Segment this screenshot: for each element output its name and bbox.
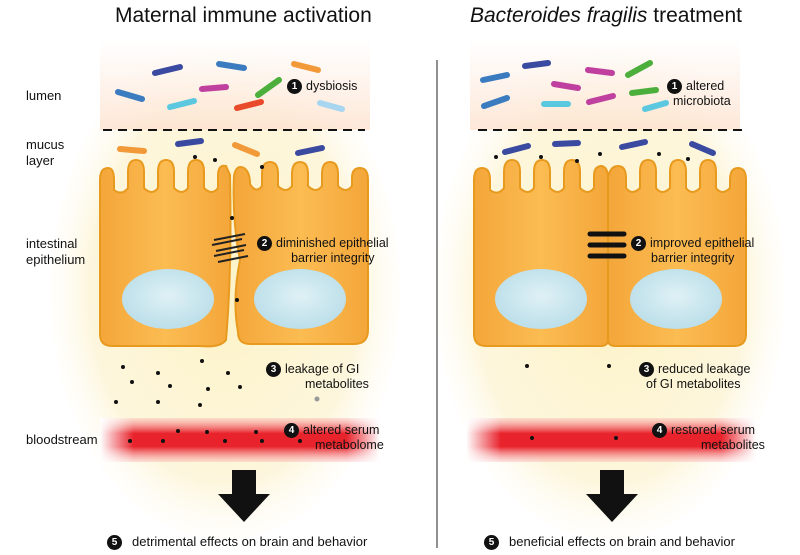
lumen-label: lumen xyxy=(26,88,62,103)
left-nucleus-2 xyxy=(254,269,346,329)
step-number-badge: 1 xyxy=(667,79,682,95)
left-broken-junction xyxy=(211,233,249,263)
right-outcome-text: beneficial effects on brain and behavior xyxy=(509,534,735,549)
left-annotation-3-line1: leakage of GI xyxy=(285,362,360,376)
right-outcome: 5 beneficial effects on brain and behavio… xyxy=(484,534,735,551)
left-nucleus-1 xyxy=(122,269,214,329)
left-annotation-1: 1 dysbiosis xyxy=(287,79,358,95)
right-bloodstream xyxy=(466,418,756,462)
step-number-badge: 2 xyxy=(257,236,272,252)
left-annotation-1-text: dysbiosis xyxy=(306,79,358,93)
step-number-badge: 4 xyxy=(652,423,667,439)
step-number-badge: 2 xyxy=(631,236,646,252)
left-mucus-bacteria xyxy=(117,138,325,157)
step-number-badge: 4 xyxy=(284,423,299,439)
right-annotation-2-line2: barrier integrity xyxy=(651,251,735,266)
right-annotation-3-line1: reduced leakage xyxy=(658,362,751,376)
right-metabolites xyxy=(494,152,690,440)
left-outcome-text: detrimental effects on brain and behavio… xyxy=(132,534,368,549)
left-outcome: 5 detrimental effects on brain and behavi… xyxy=(107,534,368,551)
left-annotation-2-line2: barrier integrity xyxy=(291,251,375,266)
right-annotation-3-line2: of GI metabolites xyxy=(646,377,741,392)
step-number-badge: 3 xyxy=(639,362,654,378)
right-nucleus-2 xyxy=(630,269,722,329)
left-down-arrow xyxy=(218,470,270,522)
left-bacteria xyxy=(115,61,345,112)
left-annotation-2-line1: diminished epithelial xyxy=(276,236,389,250)
step-number-badge: 5 xyxy=(107,535,122,551)
right-title-species: Bacteroides fragilis xyxy=(470,4,648,27)
left-annotation-4-line1: altered serum xyxy=(303,423,380,437)
right-annotation-1-line2: microbiota xyxy=(673,94,731,109)
right-mucus-bacteria xyxy=(502,139,716,156)
mucus-label-line1: mucus xyxy=(26,137,65,152)
step-number-badge: 5 xyxy=(484,535,499,551)
right-annotation-4-line2: metabolites xyxy=(701,438,765,453)
right-annotation-2-line1: improved epithelial xyxy=(650,236,755,250)
left-bloodstream xyxy=(100,418,380,462)
left-panel-title: Maternal immune activation xyxy=(115,4,372,27)
right-annotation-1-line1: altered xyxy=(686,79,725,93)
right-panel-title: Bacteroides fragilis treatment xyxy=(470,4,742,28)
epithelium-label-line2: epithelium xyxy=(26,252,86,267)
epithelium-label-line1: intestinal xyxy=(26,236,78,251)
left-annotation-4-line2: metabolome xyxy=(315,438,384,453)
right-down-arrow xyxy=(586,470,638,522)
right-annotation-4-line1: restored serum xyxy=(671,423,756,437)
right-nucleus-1 xyxy=(495,269,587,329)
left-annotation-3-line2: metabolites xyxy=(305,377,369,392)
right-tight-junction xyxy=(587,231,627,259)
right-bacteria xyxy=(480,60,669,112)
mucus-label-line2: layer xyxy=(26,153,55,168)
step-number-badge: 3 xyxy=(266,362,281,378)
right-title-rest: treatment xyxy=(647,4,742,27)
step-number-badge: 1 xyxy=(287,79,302,95)
bloodstream-label: bloodstream xyxy=(26,432,98,447)
